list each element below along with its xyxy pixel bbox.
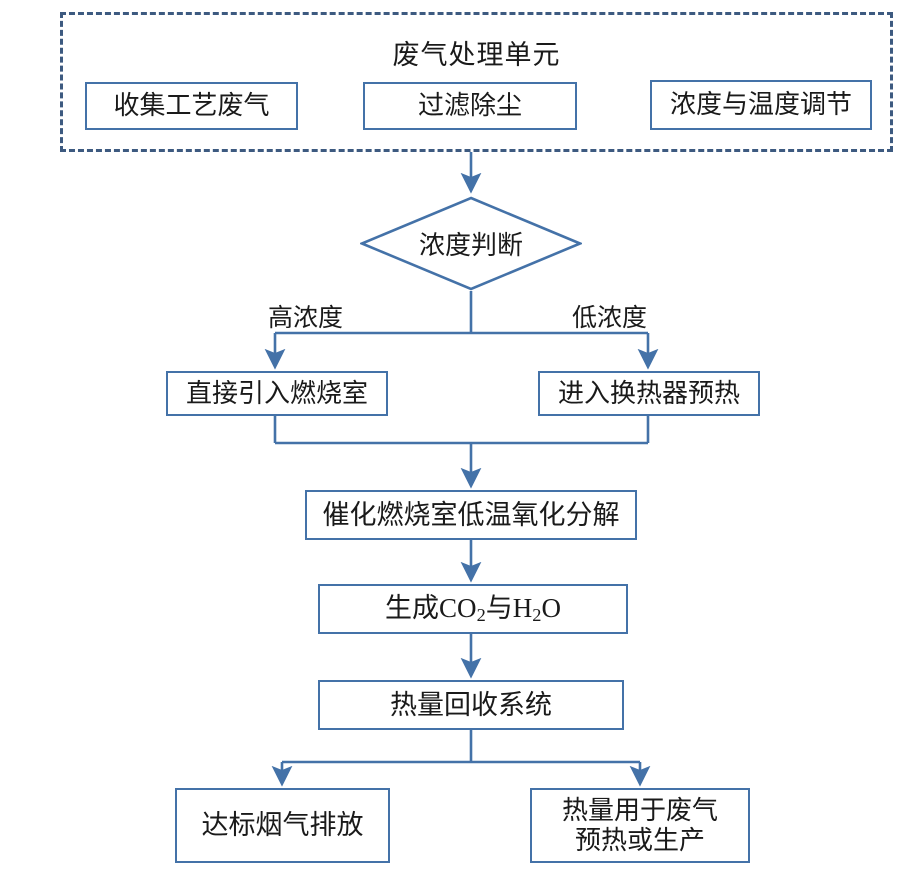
node-heat-reuse-preheat-production[interactable]: 热量用于废气预热或生产 [530,788,750,863]
node-filter-dust[interactable]: 过滤除尘 [363,82,577,130]
node-label: 过滤除尘 [417,91,522,121]
edge-label-low-concentration: 低浓度 [572,305,648,332]
node-concentration-temperature-adjust[interactable]: 浓度与温度调节 [650,80,872,130]
node-label: 热量用于废气预热或生产 [532,796,748,854]
node-label: 热量回收系统 [390,689,552,720]
products-subscript-1: 2 [476,604,486,625]
products-suffix: O [541,592,561,623]
node-label: 直接引入燃烧室 [185,378,368,408]
node-heat-exchanger-preheat[interactable]: 进入换热器预热 [538,371,760,416]
diamond-shape [360,196,582,291]
node-heat-recovery-system[interactable]: 热量回收系统 [318,680,624,730]
node-label: 浓度与温度调节 [669,90,852,120]
edge-label-high-concentration: 高浓度 [268,305,344,332]
node-label-line-1: 热量用于废气 [561,796,718,826]
node-produce-co2-h2o[interactable]: 生成CO2与H2O [318,584,628,634]
node-label: 达标烟气排放 [201,810,364,841]
node-collect-process-gas[interactable]: 收集工艺废气 [85,82,298,130]
group-title: 废气处理单元 [392,40,561,70]
node-label-line-2: 预热或生产 [574,825,705,855]
node-label: 收集工艺废气 [113,91,270,121]
products-prefix: 生成CO [385,592,477,623]
node-label: 生成CO2与H2O [320,593,626,626]
node-label: 催化燃烧室低温氧化分解 [322,499,620,530]
node-compliant-flue-gas-emission[interactable]: 达标烟气排放 [175,788,390,863]
decision-concentration[interactable]: 浓度判断 [360,196,582,291]
products-subscript-2: 2 [532,604,542,625]
node-direct-to-combustion-chamber[interactable]: 直接引入燃烧室 [166,371,388,416]
node-label: 进入换热器预热 [557,378,740,408]
decision-label: 浓度判断 [418,231,523,260]
node-catalytic-low-temp-oxidation[interactable]: 催化燃烧室低温氧化分解 [305,490,637,540]
products-middle: 与H [485,592,533,623]
